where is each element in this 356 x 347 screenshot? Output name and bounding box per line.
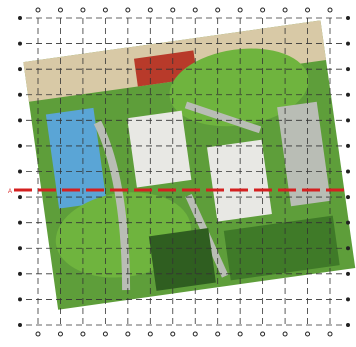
grid-row-marker [18,271,22,276]
grid-row-marker [346,92,350,97]
grid-row-marker [346,246,350,251]
grid-column-marker [215,331,221,337]
grid-column-marker [215,7,221,13]
grid-column-marker [237,7,243,13]
grid-column-marker [237,331,243,337]
grid-row-marker [346,323,350,327]
grid-column-marker [80,331,86,337]
section-line-label: A [8,189,12,195]
grid-row-marker [18,92,22,97]
north-walkway [184,101,262,134]
east-building [207,139,272,222]
swimming-pool [45,107,107,209]
grid-column-marker [192,331,198,337]
grid-row-marker [18,41,22,46]
grid-row-marker [18,297,22,302]
grid-column-marker [35,7,41,13]
grid-row-marker [346,143,350,148]
east-terrace [277,101,331,207]
grid-column-marker [327,7,333,13]
grid-row-marker [18,67,22,72]
grid-column-marker [260,7,266,13]
grid-row-marker [18,169,22,174]
grid-row-marker [18,323,22,327]
grid-row-marker [346,118,350,123]
grid-row-marker [18,195,22,200]
grid-column-marker [170,7,176,13]
grid-column-marker [305,331,311,337]
grid-column-marker [102,7,108,13]
grid-column-marker [170,331,176,337]
grid-row-marker [346,67,350,72]
central-building [127,110,192,188]
grid-row-marker [18,246,22,251]
northeast-lawn [169,48,309,127]
grid-column-marker [80,7,86,13]
grid-column-marker [35,331,41,337]
grid-column-marker [260,331,266,337]
grid-column-marker [282,7,288,13]
grid-column-marker [102,331,108,337]
grid-row-marker [346,16,350,20]
grid-row-marker [18,220,22,225]
grid-row-marker [346,41,350,46]
grid-column-marker [327,331,333,337]
grid-row-marker [346,195,350,200]
grid-row-marker [346,271,350,276]
grid-row-marker [18,143,22,148]
grid-row-marker [346,297,350,302]
grid-column-marker [125,331,131,337]
grid-column-marker [57,331,63,337]
grid-column-marker [305,7,311,13]
grid-column-marker [147,7,153,13]
grid-markers [18,7,350,337]
aerial-site-photo [23,20,356,310]
south-hedge [148,228,216,291]
grid-column-marker [125,7,131,13]
grid-column-marker [192,7,198,13]
grid-row-marker [346,220,350,225]
grid-row-marker [346,169,350,174]
grid-lines [26,17,342,326]
grid-row-marker [18,118,22,123]
grid-row-marker [18,16,22,20]
grid-column-marker [282,331,288,337]
grid-column-marker [57,7,63,13]
grid-column-marker [147,331,153,337]
west-walkway [93,120,131,291]
